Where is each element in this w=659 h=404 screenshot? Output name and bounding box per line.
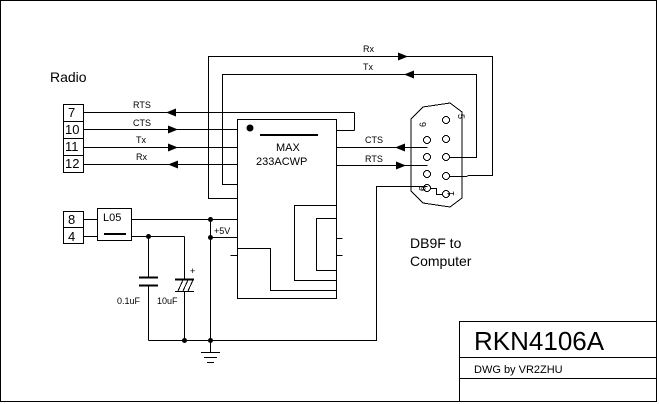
supply-label: +5V xyxy=(214,226,230,236)
capacitor-10uf: + 10uF xyxy=(157,266,195,306)
rx-radio-label: Rx xyxy=(136,152,147,162)
title-part-number: RKN4106A xyxy=(474,326,605,356)
ic-label-line1: MAX xyxy=(276,142,301,154)
cts-radio-label: CTS xyxy=(133,118,151,128)
radio-pin-7: 7 xyxy=(68,105,75,120)
radio-pin-12: 12 xyxy=(65,156,79,171)
ground-symbol xyxy=(201,352,220,363)
radio-connector: 7 10 11 12 xyxy=(63,104,84,173)
db9-pin-9: 9 xyxy=(417,186,427,191)
db9-pin-6: 6 xyxy=(418,122,428,127)
max233-ic: MAX 233ACWP xyxy=(230,119,343,299)
radio-pin-8: 8 xyxy=(68,212,75,227)
capacitor-0.1uf-label: 0.1uF xyxy=(117,296,141,306)
db9-pin-1: 1 xyxy=(446,191,456,196)
title-drawing-by: DWG by VR2ZHU xyxy=(474,364,563,376)
rx-top-label: Rx xyxy=(363,44,374,54)
radio-power-connector: 8 4 xyxy=(63,211,84,244)
capacitor-0.1uf: 0.1uF xyxy=(117,276,158,306)
tx-radio-label: Tx xyxy=(136,135,146,145)
ic-pin1-dot xyxy=(246,124,254,132)
rx-radio-line: Rx xyxy=(83,152,238,169)
db9-connector: 6 5 9 1 xyxy=(410,102,468,208)
cts-pc-label: CTS xyxy=(365,135,383,145)
radio-pin-4: 4 xyxy=(68,229,75,244)
db9-pin-5: 5 xyxy=(456,114,466,119)
db9-label-line2: Computer xyxy=(410,253,472,269)
db9-ground-line xyxy=(148,186,428,341)
ground-rail xyxy=(131,234,213,343)
cts-radio-line: CTS xyxy=(83,118,238,134)
rts-radio-label: RTS xyxy=(133,100,151,110)
rts-radio-line: RTS xyxy=(83,100,355,131)
tx-radio-line: Tx xyxy=(83,135,238,152)
tx-top-label: Tx xyxy=(363,62,373,72)
tx-top-line: Tx xyxy=(222,62,477,185)
rx-top-line: Rx xyxy=(208,44,493,199)
radio-label: Radio xyxy=(50,69,87,85)
radio-pin-11: 11 xyxy=(65,139,79,154)
five-volt-rail: +5V xyxy=(131,217,238,353)
ic-label-line2: 233ACWP xyxy=(256,156,307,168)
capacitor-10uf-label: 10uF xyxy=(157,296,178,306)
title-block: RKN4106A DWG by VR2ZHU xyxy=(459,321,657,402)
capacitor-10uf-polarity: + xyxy=(190,266,195,276)
rts-pc-label: RTS xyxy=(365,154,383,164)
regulator-label: L05 xyxy=(103,212,121,224)
cts-pc-line: CTS xyxy=(336,135,428,152)
rts-pc-line: RTS xyxy=(336,154,428,170)
regulator-l05: L05 xyxy=(97,208,132,241)
radio-pin-10: 10 xyxy=(65,122,79,137)
db9-label-line1: DB9F to xyxy=(410,235,462,251)
